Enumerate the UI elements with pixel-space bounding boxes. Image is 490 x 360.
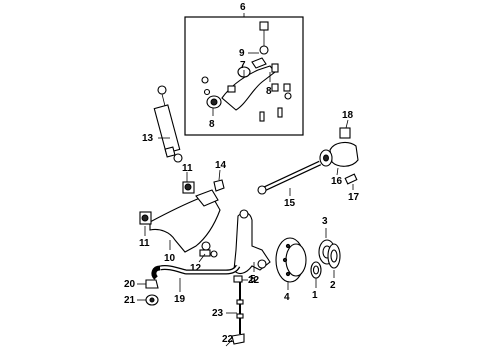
wheel-hub: 4 — [275, 237, 307, 303]
steering-knuckle: 5 — [233, 209, 271, 285]
grease-seal: 2 — [327, 243, 341, 291]
callout-9: 9 — [239, 48, 245, 59]
upper-ball-joint — [259, 45, 269, 55]
callout-7: 7 — [240, 60, 246, 71]
callout-18: 18 — [342, 110, 354, 121]
stabilizer-bushing-bracket: 20 — [124, 279, 159, 290]
callout-23: 23 — [212, 308, 224, 319]
callout-16: 16 — [331, 176, 343, 187]
callout-21: 21 — [124, 295, 136, 306]
callout-20: 20 — [124, 279, 136, 290]
callout-19: 19 — [174, 294, 186, 305]
stabilizer-bar: 19 — [151, 264, 241, 305]
lower-ball-joint: 12 — [190, 241, 218, 274]
stabilizer-link: 23 — [212, 282, 244, 334]
callout-3: 3 — [322, 216, 328, 227]
stabilizer-link-lower-hardware: 22 — [222, 333, 245, 347]
strut-rod-bracket: 18 16 17 — [319, 110, 360, 203]
lower-control-arm: 11 10 — [139, 189, 221, 264]
callout-11-top: 11 — [182, 163, 193, 174]
stabilizer-bushing: 21 — [124, 294, 159, 306]
callout-8-left: 8 — [209, 119, 215, 130]
callout-14: 14 — [215, 160, 227, 171]
callout-6: 6 — [240, 2, 246, 13]
lower-arm-bushing-upper: 11 — [182, 163, 195, 194]
upper-control-arm-inset: 6 9 7 8 8 — [184, 2, 304, 136]
callout-15: 15 — [284, 198, 296, 209]
callout-2: 2 — [330, 280, 336, 291]
callout-12: 12 — [190, 263, 202, 274]
callout-22-upper: 22 — [248, 275, 260, 286]
callout-5: 5 — [250, 274, 256, 285]
callout-17: 17 — [348, 192, 360, 203]
stabilizer-link-upper-hardware: 22 — [233, 275, 260, 286]
strut-rod: 15 — [257, 160, 322, 209]
callout-8-right: 8 — [266, 86, 272, 97]
inner-bearing: 1 — [310, 261, 322, 301]
shock-absorber: 13 — [142, 85, 183, 163]
callout-4: 4 — [284, 292, 290, 303]
bump-stop: 14 — [213, 160, 227, 192]
callout-11-bottom: 11 — [139, 238, 150, 249]
callout-13: 13 — [142, 133, 154, 144]
callout-10: 10 — [164, 253, 176, 264]
callout-22-lower: 22 — [222, 334, 234, 345]
callout-1: 1 — [312, 290, 318, 301]
